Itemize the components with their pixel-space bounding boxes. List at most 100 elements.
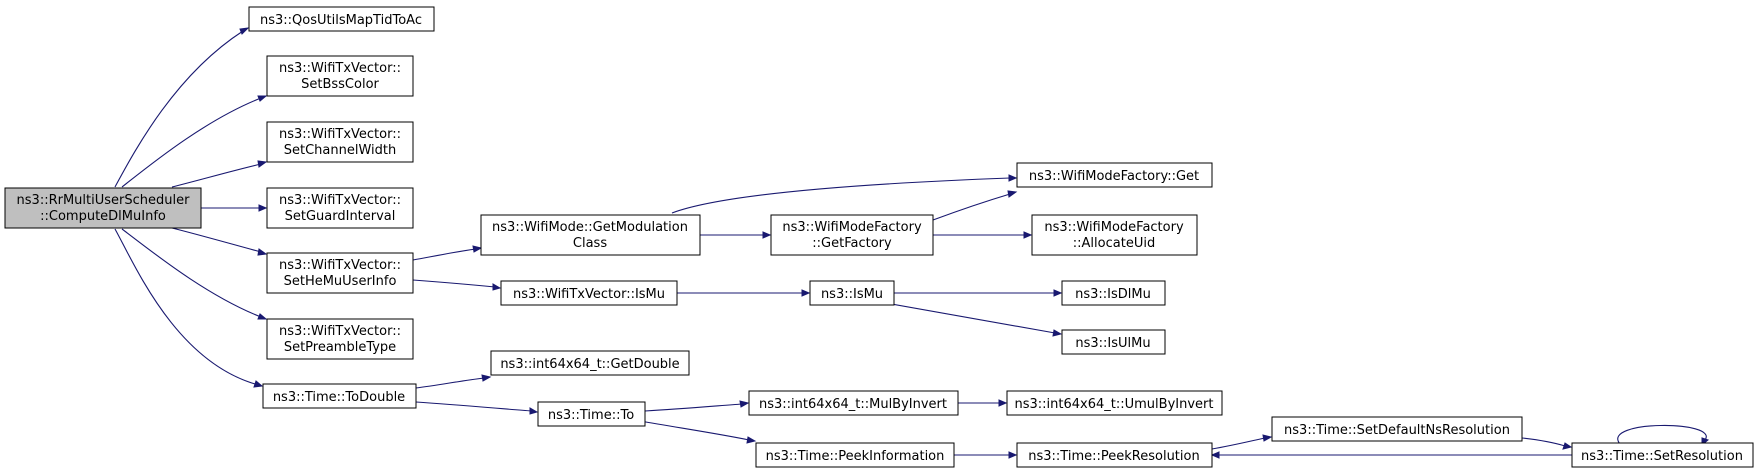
node-time-to[interactable]: ns3::Time::To [537,401,646,427]
edge-get-modulation-class-to-wifi-mode-factory-get [671,177,1011,214]
arrowhead [1562,442,1573,450]
node-label-line-1: ns3::WifiModeFactory [1044,220,1184,235]
call-graph-edges [114,27,1710,459]
node-wifi-tx-vector-is-mu[interactable]: ns3::WifiTxVector::IsMu [500,280,678,306]
node-label: ns3::Time::SetResolution [1581,449,1743,464]
arrowhead [801,289,811,297]
node-label-line-2: Class [573,236,607,251]
arrowhead [1053,289,1063,297]
node-label: ns3::Time::ToDouble [273,390,405,405]
arrowhead [762,231,772,239]
edge-set-he-mu-user-info-to-is-mu [412,279,496,288]
node-set-preamble-type[interactable]: ns3::WifiTxVector:: SetPreambleType [266,318,414,360]
node-wifi-mode-factory-get[interactable]: ns3::WifiModeFactory::Get [1016,162,1213,188]
node-label-line-2: SetBssColor [301,77,379,92]
edge-set-default-ns-resolution-to-set-resolution [1521,437,1566,447]
node-int64x64-mul-by-invert[interactable]: ns3::int64x64_t::MulByInvert [748,390,959,416]
arrowhead [481,374,492,382]
node-set-channel-width[interactable]: ns3::WifiTxVector:: SetChannelWidth [266,121,414,163]
node-label: ns3::IsUlMu [1075,336,1150,351]
node-time-set-default-ns-resolution[interactable]: ns3::Time::SetDefaultNsResolution [1271,416,1523,442]
node-label-line-1: ns3::WifiTxVector:: [279,61,401,76]
node-time-set-resolution[interactable]: ns3::Time::SetResolution [1571,442,1754,468]
node-time-peek-information[interactable]: ns3::Time::PeekInformation [755,442,955,468]
node-is-mu[interactable]: ns3::IsMu [809,280,895,306]
arrowhead [1023,231,1033,239]
node-label: ns3::WifiTxVector::IsMu [513,287,665,302]
node-is-ul-mu[interactable]: ns3::IsUlMu [1061,329,1166,355]
edge-time-to-to-peek-information [639,420,750,441]
edge-time-to-to-mul-by-invert [644,403,743,412]
node-int64x64-umul-by-invert[interactable]: ns3::int64x64_t::UmulByInvert [1006,390,1223,416]
edge-time-to-double-to-time-to [415,401,533,412]
node-label: ns3::int64x64_t::GetDouble [500,357,679,372]
node-label-line-1: ns3::WifiTxVector:: [279,324,401,339]
node-set-he-mu-user-info[interactable]: ns3::WifiTxVector:: SetHeMuUserInfo [266,252,414,294]
node-label-line-2: SetPreambleType [284,340,396,355]
node-qos-utils-map-tid-to-ac[interactable]: ns3::QosUtilsMapTidToAc [248,6,435,32]
arrowhead [1008,174,1018,182]
node-root-line-1: ns3::RrMultiUserScheduler [17,193,191,208]
arrowhead [746,436,757,444]
node-get-modulation-class[interactable]: ns3::WifiMode::GetModulation Class [480,214,701,256]
arrowhead [257,313,268,320]
arrowhead [253,380,264,388]
arrowhead [1007,190,1018,198]
node-label: ns3::int64x64_t::MulByInvert [759,397,947,412]
node-is-dl-mu[interactable]: ns3::IsDlMu [1061,280,1166,306]
edge-set-he-mu-user-info-to-get-modulation-class [412,248,477,261]
node-time-peek-resolution[interactable]: ns3::Time::PeekResolution [1016,442,1213,468]
node-wifi-mode-factory-get-factory[interactable]: ns3::WifiModeFactory ::GetFactory [770,214,934,256]
arrowhead [1210,451,1220,459]
node-label: ns3::IsMu [821,287,883,302]
edge-root-to-set-channel-width [171,163,262,188]
edge-root-to-time-to-double [114,228,256,385]
node-wifi-mode-factory-allocate-uid[interactable]: ns3::WifiModeFactory ::AllocateUid [1031,214,1198,256]
node-label-line-2: SetGuardInterval [285,209,396,224]
node-label: ns3::Time::PeekInformation [766,449,945,464]
arrowhead [1008,451,1018,459]
node-label: ns3::WifiModeFactory::Get [1029,169,1199,184]
arrowhead [1262,434,1273,442]
node-label: ns3::QosUtilsMapTidToAc [260,13,422,28]
node-label-line-2: ::GetFactory [812,236,892,251]
arrowhead [257,95,268,102]
edge-root-to-qos-utils-map-tid-to-ac [114,30,244,188]
call-graph-nodes: ns3::RrMultiUserScheduler ::ComputeDlMuI… [4,6,1754,468]
arrowhead [492,283,502,291]
node-root[interactable]: ns3::RrMultiUserScheduler ::ComputeDlMuI… [4,187,202,229]
node-label-line-2: ::AllocateUid [1073,236,1155,251]
node-label: ns3::Time::To [548,408,634,423]
node-label-line-1: ns3::WifiTxVector:: [279,127,401,142]
node-label-line-2: SetChannelWidth [284,143,397,158]
node-int64x64-get-double[interactable]: ns3::int64x64_t::GetDouble [490,350,690,376]
edge-root-to-set-preamble-type [121,228,262,318]
edge-root-to-set-he-mu-user-info [171,227,262,253]
arrowhead [998,399,1008,407]
arrowhead [257,160,268,168]
node-root-line-2: ::ComputeDlMuInfo [40,209,166,224]
arrowhead [257,248,268,256]
arrowhead [258,204,268,212]
arrowhead [472,245,483,253]
node-label: ns3::Time::SetDefaultNsResolution [1284,423,1510,438]
node-label-line-2: SetHeMuUserInfo [284,274,397,289]
node-time-to-double[interactable]: ns3::Time::ToDouble [262,383,417,409]
edge-get-factory-to-wifi-mode-factory-get [932,193,1011,221]
node-label: ns3::Time::PeekResolution [1028,449,1199,464]
node-label: ns3::IsDlMu [1075,287,1151,302]
edge-is-mu-to-is-ul-mu [879,301,1056,334]
node-set-bss-color[interactable]: ns3::WifiTxVector:: SetBssColor [266,55,414,97]
edge-root-to-set-bss-color [121,97,262,188]
node-label: ns3::int64x64_t::UmulByInvert [1015,397,1214,412]
node-label-line-1: ns3::WifiModeFactory [782,220,922,235]
node-label-line-1: ns3::WifiMode::GetModulation [492,220,688,235]
arrowhead [239,27,250,35]
node-set-guard-interval[interactable]: ns3::WifiTxVector:: SetGuardInterval [266,187,414,229]
arrowhead [1052,329,1063,337]
edge-set-resolution-self-loop [1617,424,1707,445]
arrowhead [529,407,539,415]
edge-time-to-double-to-int64x64-get-double [415,377,486,389]
node-label-line-1: ns3::WifiTxVector:: [279,258,401,273]
